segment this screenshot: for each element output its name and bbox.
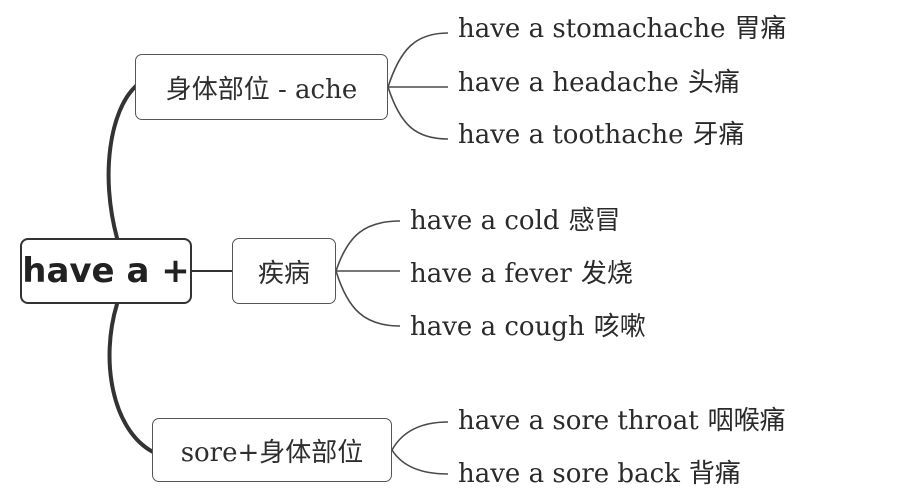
branch-connector-2-1 xyxy=(335,220,401,272)
leaf-chinese: 牙痛 xyxy=(692,120,745,150)
leaf-chinese: 咳嗽 xyxy=(593,312,646,342)
category-label: 疾病 xyxy=(257,258,310,289)
root-label: have a + xyxy=(22,251,190,291)
trunk-connector-top xyxy=(106,84,138,240)
branch-connector-1-3 xyxy=(387,86,449,140)
leaf-english: have a cough xyxy=(410,312,585,342)
leaf-english: have a toothache xyxy=(458,120,684,150)
leaf-chinese: 咽喉痛 xyxy=(707,406,786,436)
category-node-illness: 疾病 xyxy=(232,238,336,304)
category-node-body-part-ache: 身体部位 - ache xyxy=(135,54,388,120)
leaf-chinese: 胃痛 xyxy=(734,14,787,44)
root-node: have a + xyxy=(20,238,192,304)
leaf-item: have a cough 咳嗽 xyxy=(410,310,646,344)
leaf-item: have a stomachache 胃痛 xyxy=(458,12,786,46)
leaf-item: have a headache 头痛 xyxy=(458,66,740,100)
leaf-chinese: 发烧 xyxy=(580,259,633,289)
leaf-english: have a headache xyxy=(458,68,679,98)
leaf-item: have a sore back 背痛 xyxy=(458,457,741,491)
trunk-connector-bottom xyxy=(107,302,155,454)
leaf-english: have a fever xyxy=(410,259,572,289)
leaf-english: have a sore back xyxy=(458,459,680,489)
leaf-chinese: 头痛 xyxy=(687,68,740,98)
branch-connector-2-3 xyxy=(335,270,401,327)
category-node-sore-body-part: sore+身体部位 xyxy=(152,418,392,482)
branch-connector-3-2 xyxy=(391,449,449,475)
branch-connector-1-1 xyxy=(387,32,449,88)
leaf-item: have a cold 感冒 xyxy=(410,204,621,238)
leaf-item: have a fever 发烧 xyxy=(410,257,633,291)
leaf-item: have a sore throat 咽喉痛 xyxy=(458,404,786,438)
leaf-english: have a stomachache xyxy=(458,14,726,44)
leaf-chinese: 感冒 xyxy=(568,206,621,236)
leaf-english: have a sore throat xyxy=(458,406,699,436)
leaf-item: have a toothache 牙痛 xyxy=(458,118,745,152)
category-label: sore+身体部位 xyxy=(180,437,364,468)
leaf-english: have a cold xyxy=(410,206,560,236)
leaf-chinese: 背痛 xyxy=(688,459,741,489)
branch-connector-3-1 xyxy=(391,421,449,451)
category-label: 身体部位 - ache xyxy=(165,74,358,105)
